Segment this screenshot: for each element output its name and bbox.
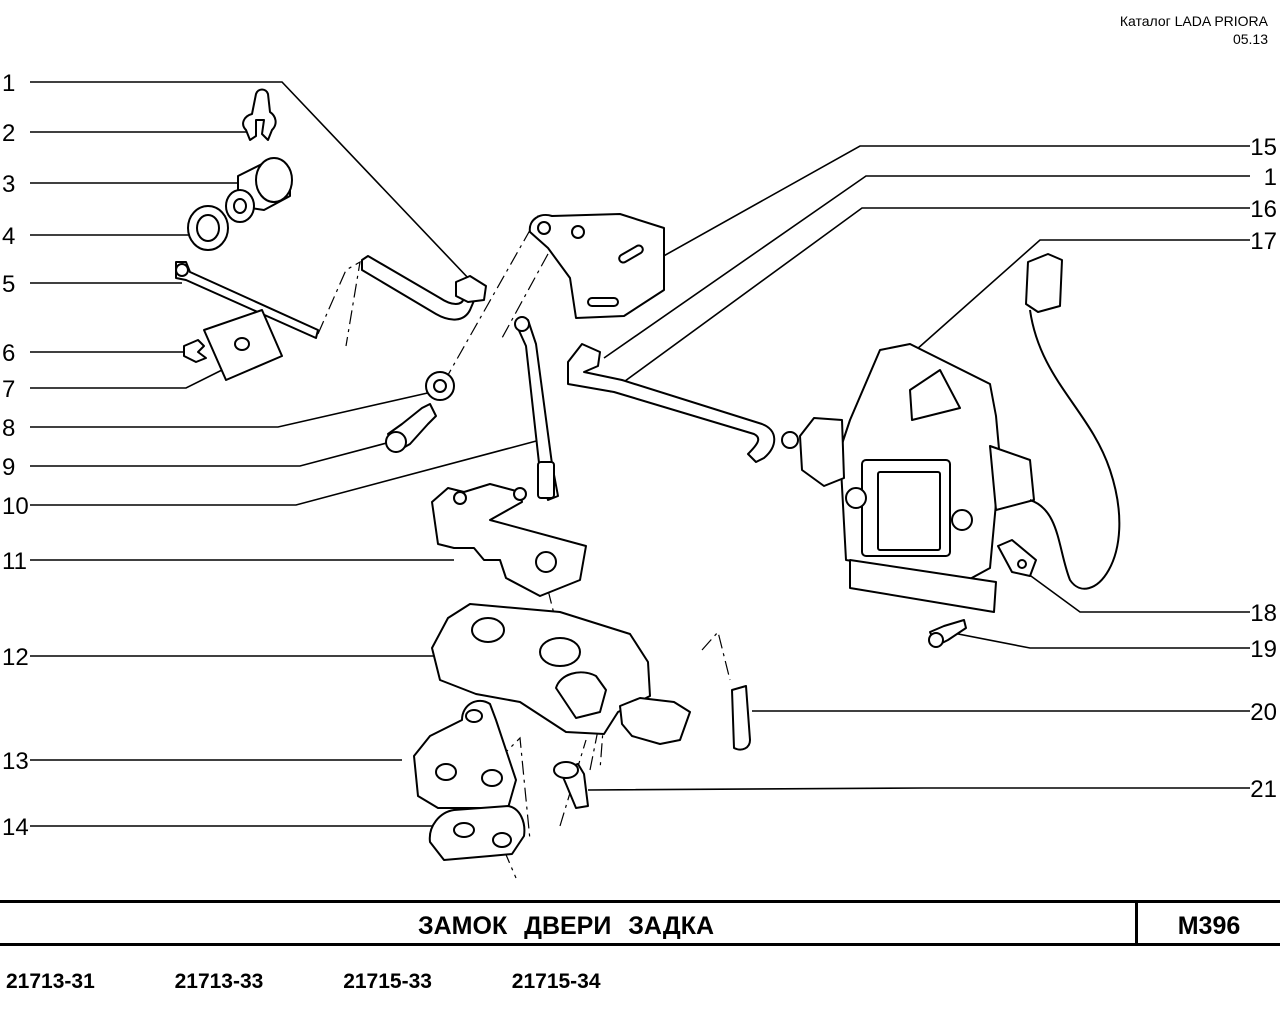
model-code: 21715-34 (511, 970, 601, 993)
title-bar: ЗАМОК ДВЕРИ ЗАДКА М396 (0, 900, 1280, 946)
part-wiring-plug (1025, 253, 1063, 313)
callout-number: 5 (2, 271, 15, 298)
callout-number: 1 (1264, 164, 1277, 191)
catalog-header: Каталог LADA PRIORA 05.13 (1120, 12, 1268, 48)
part-rod-lower (567, 343, 776, 463)
callout-number: 14 (2, 814, 29, 841)
assembly-title: ЗАМОК ДВЕРИ ЗАДКА (417, 912, 715, 940)
callout-number: 15 (1250, 134, 1277, 161)
callout-number: 1 (2, 70, 15, 97)
part-actuator-collar (799, 417, 845, 487)
part-screw-20 (731, 685, 751, 751)
callout-number: 2 (2, 120, 15, 147)
part-link-rod (515, 319, 559, 501)
part-striker (413, 699, 517, 809)
callout-number: 12 (2, 644, 29, 671)
callout-number: 13 (2, 748, 29, 775)
callout-number: 10 (2, 493, 29, 520)
part-clip-small (455, 275, 487, 303)
parts-drawing (175, 88, 1121, 861)
callout-number: 3 (2, 171, 15, 198)
part-rod-short (175, 261, 319, 339)
model-code: 21713-31 (6, 970, 95, 993)
part-actuator-mount (849, 559, 997, 613)
model-code: 21713-33 (174, 970, 264, 993)
leader-lines (30, 81, 1250, 827)
part-striker-plate (428, 805, 526, 861)
part-clip (242, 88, 277, 141)
callout-number: 7 (2, 376, 15, 403)
callout-number: 11 (2, 548, 27, 575)
callout-number: 8 (2, 415, 15, 442)
callout-number: 19 (1250, 636, 1277, 663)
callout-number: 9 (2, 454, 15, 481)
callout-number: 4 (2, 223, 15, 250)
callout-number: 20 (1250, 699, 1277, 726)
part-actuator-side (989, 445, 1035, 511)
callout-number: 18 (1250, 600, 1277, 627)
part-connector (619, 697, 691, 745)
part-clip-6 (183, 339, 207, 363)
callout-number: 6 (2, 340, 15, 367)
callout-number: 16 (1250, 196, 1277, 223)
model-list: 21713-31 21713-33 21715-33 21715-34 (6, 970, 675, 994)
catalog-name: Каталог LADA PRIORA (1119, 13, 1268, 29)
part-bracket (528, 213, 665, 319)
part-wiring-cable (1029, 309, 1121, 590)
callout-number: 21 (1250, 776, 1277, 803)
catalog-date: 05.13 (1232, 31, 1268, 47)
part-cable-clip (997, 539, 1037, 577)
callout-number: 17 (1250, 228, 1277, 255)
figure-code: М396 (1135, 903, 1280, 943)
model-code: 21715-33 (343, 970, 432, 993)
